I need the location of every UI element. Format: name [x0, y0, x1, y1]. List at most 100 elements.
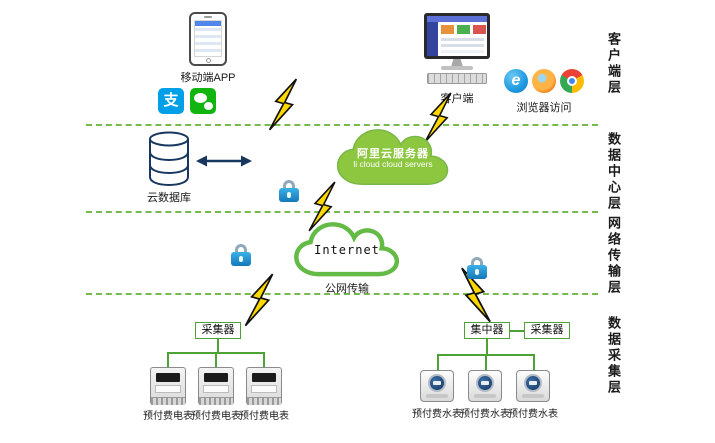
connector-line	[485, 354, 487, 370]
lightning-icon	[461, 267, 491, 323]
meter-panel	[203, 385, 229, 393]
monitor-screen	[427, 16, 487, 56]
connector-line	[167, 352, 169, 367]
phone-screen	[194, 20, 222, 57]
meter-panel	[155, 385, 181, 393]
meter-window	[433, 381, 441, 385]
lock-body	[279, 188, 299, 202]
lightning-icon	[268, 78, 298, 131]
ali-cloud-subtitle: li cloud cloud servers	[353, 159, 433, 169]
lightning-icon	[308, 181, 336, 232]
internet-cloud: Internet	[287, 219, 407, 283]
meter-window	[529, 381, 537, 385]
meter-terminals	[199, 397, 233, 405]
sync-arrow-icon	[196, 155, 252, 167]
electric-meter-label: 预付费电表	[191, 411, 241, 422]
firefox-browser-icon	[532, 69, 556, 93]
database-icon	[149, 131, 189, 187]
water-meter-icon	[420, 370, 454, 402]
lock-keyhole	[475, 269, 479, 275]
lock-keyhole	[239, 256, 243, 262]
monitor-icon	[424, 13, 490, 59]
meter-terminals	[151, 397, 185, 405]
monitor-base	[441, 66, 473, 70]
phone-home-button-icon	[205, 58, 211, 63]
mobile-phone-icon	[189, 12, 227, 66]
meter-base	[474, 394, 496, 398]
lock-shackle	[235, 244, 247, 253]
ali-cloud-server: 阿里云服务器 li cloud cloud servers	[328, 124, 458, 194]
meter-display	[204, 373, 228, 382]
lock-keyhole	[287, 192, 291, 198]
layer-label-network: 网络传输层	[606, 216, 621, 296]
dashboard-line	[441, 44, 484, 47]
dashboard-tile	[473, 25, 486, 34]
lock-body	[231, 252, 251, 266]
layer-label-datacenter: 数据中心层	[606, 132, 621, 212]
lock-icon	[230, 244, 252, 266]
meter-dial	[524, 374, 542, 392]
meter-terminals	[247, 397, 281, 405]
meter-base	[522, 394, 544, 398]
connector-line	[437, 354, 439, 370]
water-meter-label: 预付费水表	[460, 409, 510, 420]
meter-display	[156, 373, 180, 382]
ali-cloud-shape	[336, 129, 449, 186]
ie-browser-icon: e	[504, 69, 528, 93]
collector-box-right: 采集器	[524, 322, 570, 339]
connector-line	[215, 352, 217, 367]
concentrator-box: 集中器	[464, 322, 510, 339]
dashboard-line	[441, 50, 484, 53]
water-meter-icon	[468, 370, 502, 402]
dashboard-header	[427, 16, 487, 22]
connector-line	[217, 339, 219, 352]
dashboard-line	[441, 38, 484, 41]
lock-icon	[466, 257, 488, 279]
lightning-icon	[244, 273, 274, 327]
keyboard-icon	[427, 73, 487, 84]
electric-meter-icon	[198, 367, 234, 405]
electric-meter-icon	[150, 367, 186, 405]
electric-meter-label: 预付费电表	[239, 411, 289, 422]
water-meter-icon	[516, 370, 550, 402]
lock-body	[467, 265, 487, 279]
meter-display	[252, 373, 276, 382]
electric-meter-icon	[246, 367, 282, 405]
meter-dial	[428, 374, 446, 392]
water-meter-label: 预付费水表	[412, 409, 462, 420]
alipay-icon: 支	[158, 88, 184, 114]
layer-separator-2	[86, 211, 598, 213]
dashboard-sidebar	[427, 22, 438, 56]
public-transmission-label: 公网传输	[325, 283, 369, 295]
layer-separator-1	[86, 124, 598, 126]
layer-label-collection: 数据采集层	[606, 316, 621, 396]
layer-separator-3	[86, 293, 598, 295]
layer-label-client: 客户端层	[606, 32, 621, 96]
meter-dial	[476, 374, 494, 392]
browser-access-label: 浏览器访问	[516, 102, 572, 114]
meter-panel	[251, 385, 277, 393]
chrome-browser-icon	[560, 69, 584, 93]
phone-speaker-icon	[204, 16, 212, 18]
lock-shackle	[471, 257, 483, 266]
connector-line	[510, 330, 524, 332]
ali-cloud-title: 阿里云服务器	[357, 148, 429, 160]
internet-cloud-shape	[294, 222, 400, 277]
collector-box-left: 采集器	[195, 322, 241, 339]
electric-meter-label: 预付费电表	[143, 411, 193, 422]
wechat-icon	[190, 88, 216, 114]
meter-window	[481, 381, 489, 385]
dashboard-tile	[441, 25, 454, 34]
connector-line	[533, 354, 535, 370]
lock-icon	[278, 180, 300, 202]
water-meter-label: 预付费水表	[508, 409, 558, 420]
lock-shackle	[283, 180, 295, 189]
mobile-app-label: 移动端APP	[180, 72, 236, 84]
monitor-stand	[451, 59, 463, 67]
connector-line	[486, 339, 488, 354]
internet-label: Internet	[314, 243, 380, 257]
connector-line	[263, 352, 265, 367]
dashboard-tile	[457, 25, 470, 34]
meter-base	[426, 394, 448, 398]
